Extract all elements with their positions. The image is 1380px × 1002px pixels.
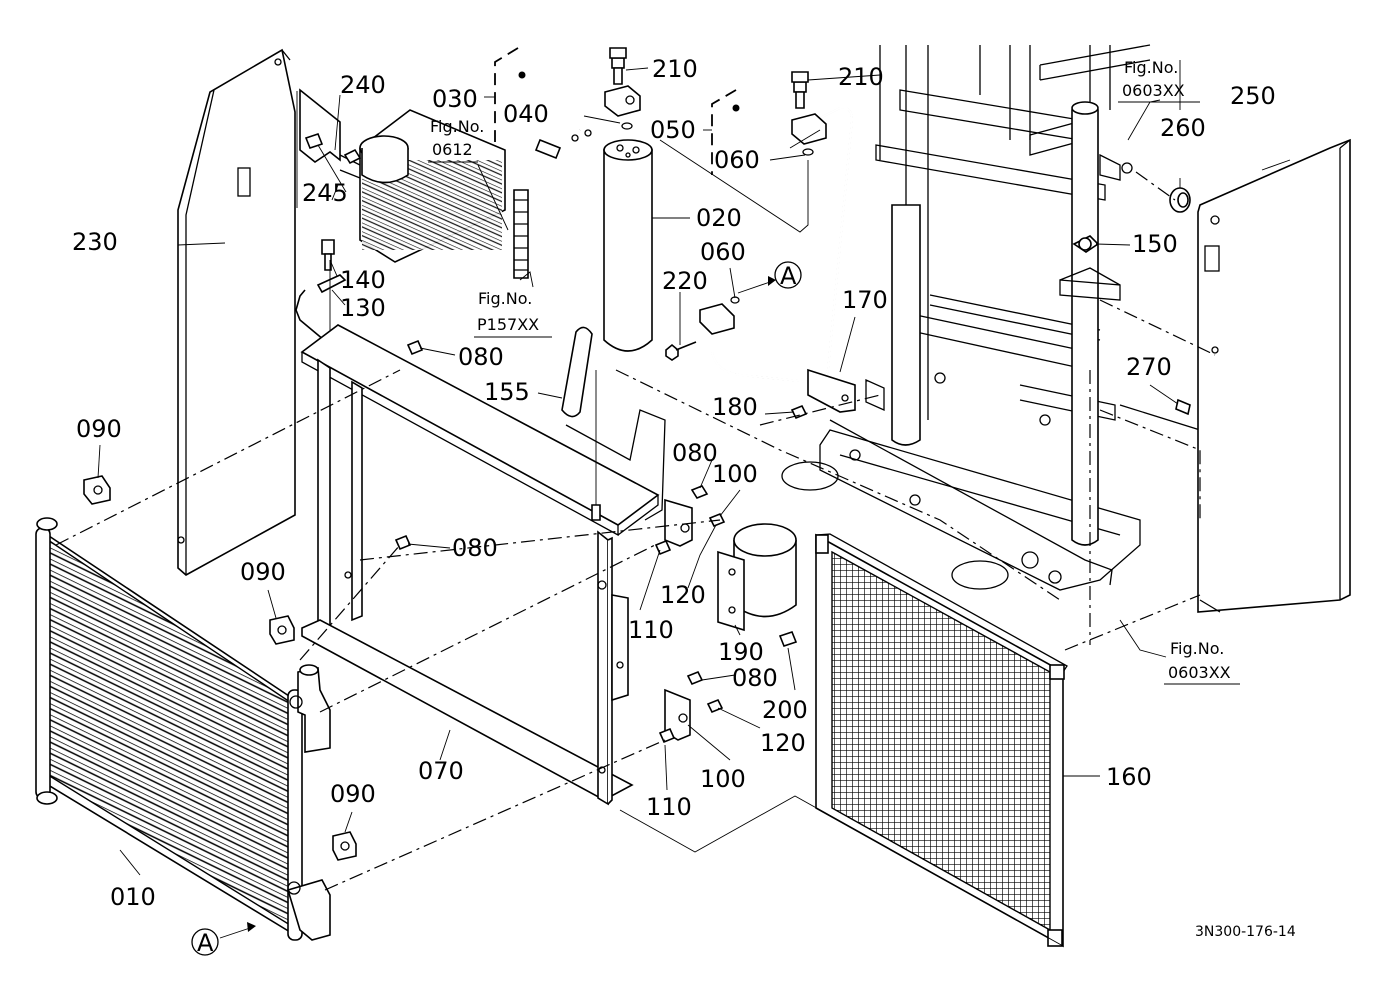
label-160: 160 xyxy=(1106,763,1152,791)
figure-references: Fig.No. 0612 Fig.No. P157XX Fig.No. 0603… xyxy=(428,58,1240,685)
label-120-bottom: 120 xyxy=(760,729,806,757)
brackets-and-bolts xyxy=(394,339,808,744)
label-120-top: 120 xyxy=(660,581,706,609)
fig-0603-top-line1: Fig.No. xyxy=(1124,58,1178,77)
reserve-tank xyxy=(296,88,506,263)
fig-p157-line1: Fig.No. xyxy=(478,289,532,308)
label-090-bottom: 090 xyxy=(330,780,376,808)
fig-p157-line2: P157XX xyxy=(477,315,539,334)
label-080-left: 080 xyxy=(452,534,498,562)
label-090-top: 090 xyxy=(76,415,122,443)
label-110-top: 110 xyxy=(628,616,674,644)
label-155: 155 xyxy=(484,378,530,406)
hoses-and-tubes xyxy=(513,106,854,384)
label-170: 170 xyxy=(842,286,888,314)
label-250: 250 xyxy=(1230,82,1276,110)
label-060-upper: 060 xyxy=(714,146,760,174)
label-210-right: 210 xyxy=(838,63,884,91)
label-210-left: 210 xyxy=(652,55,698,83)
drawing-code: 3N300-176-14 xyxy=(1195,924,1296,940)
bracket-130 xyxy=(295,239,347,355)
fig-0603-top-line2: 0603XX xyxy=(1122,81,1185,100)
label-110-bottom: 110 xyxy=(646,793,692,821)
ref-mark-lower: A xyxy=(197,929,214,957)
label-180: 180 xyxy=(712,393,758,421)
label-100-bottom: 100 xyxy=(700,765,746,793)
fig-0612-line2: 0612 xyxy=(432,140,473,159)
side-cover-250 xyxy=(1197,138,1351,613)
centre-lines xyxy=(55,171,1216,891)
radiator-frame-070 xyxy=(300,324,666,806)
label-230: 230 xyxy=(72,228,118,256)
label-040: 040 xyxy=(503,100,549,128)
label-200: 200 xyxy=(762,696,808,724)
reference-markers: A A xyxy=(191,261,802,957)
label-010: 010 xyxy=(110,883,156,911)
label-080-bottom: 080 xyxy=(732,664,778,692)
part-labels: 210 210 030 040 050 060 060 020 220 240 … xyxy=(72,55,1276,911)
label-190: 190 xyxy=(718,638,764,666)
label-020: 020 xyxy=(696,204,742,232)
ref-mark-upper: A xyxy=(780,262,797,290)
label-090-mid: 090 xyxy=(240,558,286,586)
group-brackets xyxy=(484,47,740,175)
fig-0612-line1: Fig.No. xyxy=(430,117,484,136)
label-140: 140 xyxy=(340,266,386,294)
fittings xyxy=(604,47,827,361)
label-060-lower: 060 xyxy=(700,238,746,266)
label-080-mid: 080 xyxy=(672,439,718,467)
label-240: 240 xyxy=(340,71,386,99)
chassis-frame xyxy=(781,44,1201,591)
screen-160 xyxy=(815,533,1068,948)
receiver-drier-020 xyxy=(603,139,653,352)
label-030: 030 xyxy=(432,85,478,113)
fig-0603-bottom-line2: 0603XX xyxy=(1168,663,1231,682)
label-100-top: 100 xyxy=(712,460,758,488)
label-245: 245 xyxy=(302,179,348,207)
fig-0603-bottom-line1: Fig.No. xyxy=(1170,639,1224,658)
label-130: 130 xyxy=(340,294,386,322)
label-270: 270 xyxy=(1126,353,1172,381)
label-150: 150 xyxy=(1132,230,1178,258)
bracket-170 xyxy=(807,368,885,413)
side-plate-230 xyxy=(177,48,296,576)
clamp-190 xyxy=(717,523,797,632)
condenser-010 xyxy=(35,475,357,941)
label-260: 260 xyxy=(1160,114,1206,142)
label-050: 050 xyxy=(650,116,696,144)
label-070: 070 xyxy=(418,757,464,785)
label-080-top: 080 xyxy=(458,343,504,371)
label-220: 220 xyxy=(662,267,708,295)
